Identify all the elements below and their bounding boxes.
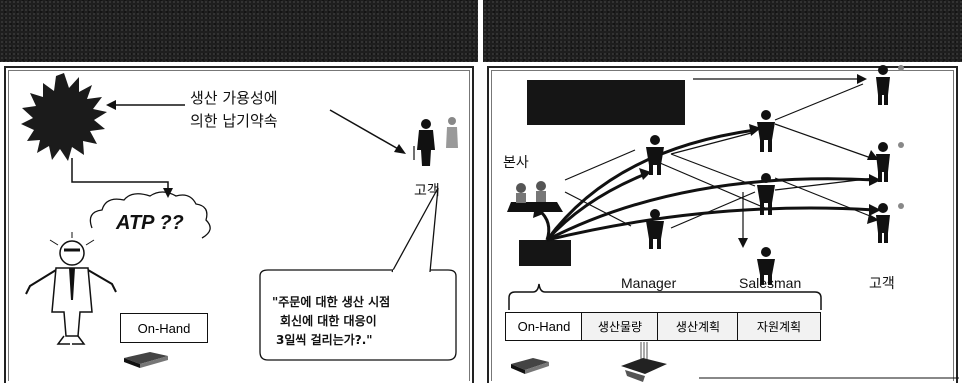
business-people-icons: [646, 65, 904, 285]
book-icon: [124, 352, 168, 368]
manager-icon-2: [646, 209, 664, 249]
salesman-icon-3: [757, 247, 775, 285]
customer-label: 고객: [414, 183, 440, 199]
table-cell-production-volume: 생산물량: [581, 312, 659, 341]
manager-label: Manager: [621, 275, 677, 291]
table-cell-resource-plan: 자원계획: [737, 312, 821, 341]
right-panel: 본사 Manager Salesman 고객 On-Hand 생산물량 생산계획…: [483, 0, 962, 383]
customer-icon-1: [876, 65, 904, 105]
printer-device-icon: [621, 342, 667, 382]
left-panel: 생산 가용성에 의한 납기약속 ATP ?? 고객 On-Hand "주문에 대…: [0, 0, 478, 383]
brace: [508, 283, 822, 310]
customer-icon-2: [876, 142, 904, 182]
commit-text-line1: 생산 가용성에: [190, 89, 278, 107]
bubble-text-line3: 3일씩 걸리는가?.": [276, 333, 373, 347]
thick-curved-arrows: [537, 128, 876, 242]
manager-icon-1: [646, 135, 664, 175]
customer-icon-3: [876, 203, 904, 243]
book-icon: [511, 358, 549, 374]
bubble-text-line2: 회신에 대한 대응이: [280, 314, 377, 328]
atp-label: ATP ??: [116, 212, 184, 234]
commit-text-line2: 의한 납기약속: [190, 112, 278, 130]
hq-label: 본사: [503, 155, 529, 171]
dark-title-box: [527, 80, 685, 125]
left-header-bar: [0, 0, 478, 62]
salesman-icon-1: [757, 110, 775, 152]
bubble-text-line1: "주문에 대한 생산 시점: [272, 295, 391, 309]
atp-cloud: [89, 191, 211, 239]
onhand-box: On-Hand: [120, 313, 208, 343]
speech-bubble: [259, 269, 457, 361]
customer-label: 고객: [869, 276, 895, 292]
starburst-icon: [21, 73, 107, 161]
left-diagram-graphics: [21, 73, 458, 368]
customer-icon: [413, 117, 458, 166]
table-cell-onhand: On-Hand: [505, 312, 583, 341]
table-cell-production-plan: 생산계획: [657, 312, 739, 341]
right-header-bar: [483, 0, 962, 62]
salesman-label: Salesman: [739, 275, 802, 291]
confused-person-icon: [25, 232, 117, 345]
network-lines: [564, 78, 876, 242]
right-diagram-graphics: [507, 65, 959, 382]
dark-node-box: [519, 240, 571, 266]
meeting-icon: [507, 181, 563, 212]
salesman-icon-2: [757, 173, 775, 215]
